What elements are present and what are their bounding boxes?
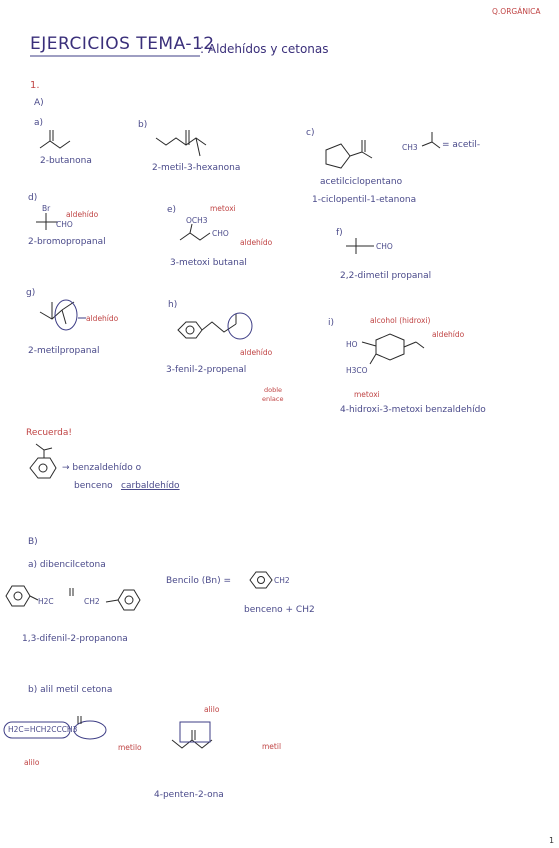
benzyl-sum: benceno + CH2 [244,605,315,615]
item-c-name-2: 1-ciclopentil-1-etanona [312,195,417,205]
item-g-name: 2-metilpropanal [28,346,100,356]
acetyl-equals: = acetil- [442,140,481,150]
b-b-formula: H2C=HCH2CCCH3 [8,725,78,734]
f-cho: CHO [376,242,393,251]
b-b-name: 4-penten-2-ona [154,790,224,800]
remember-title: Recuerda! [26,428,72,438]
item-g-letter: g) [26,288,36,298]
item-d-name: 2-bromopropanal [28,237,106,247]
acetyl-formula: CH3 [402,143,418,152]
b-a-h2c: H2C [38,597,54,606]
benzyl-ch2: CH2 [274,576,290,585]
item-i-name: 4-hidroxi-3-metoxi benzaldehído [340,405,486,415]
b-a-name: 1,3-difenil-2-propanona [22,634,128,644]
item-b-letter: b) [138,120,148,130]
h-bond-note: enlace [262,395,284,403]
item-h-name: 3-fenil-2-propenal [166,365,247,375]
b-a-ch2: CH2 [84,597,100,606]
d-cho: CHO [56,220,73,229]
e-aldehyde-note: aldehído [240,238,273,247]
item-f-name: 2,2-dimetil propanal [340,271,432,281]
page-subtitle: : Aldehídos y cetonas [200,42,329,56]
remember-text-2: benceno [74,481,113,491]
b-b-alilo-note: alilo [24,758,40,767]
i-ho: HO [346,340,358,349]
course-label: Q.ORGÁNICA [492,7,541,16]
g-aldehyde-note: aldehído [86,314,119,323]
e-och3: OCH3 [186,216,208,225]
i-aldehyde-note: aldehído [432,330,465,339]
item-h-letter: h) [168,300,178,310]
item-i-letter: i) [328,318,335,328]
b-b-metilo-note: metilo [118,743,142,752]
i-metoxi-note: metoxi [354,390,380,399]
remember-text-1: → benzaldehído o [62,463,142,473]
bromo-group: Br [42,204,51,213]
item-a-name: 2-butanona [40,156,92,166]
item-a-letter: a) [34,118,44,128]
item-b-name: 2-metil-3-hexanona [152,163,241,173]
page-number: 1 [549,836,555,845]
h-aldehyde-note: aldehído [240,348,273,357]
b-b-alilo-note-2: alilo [204,705,220,714]
item-e-letter: e) [167,205,177,215]
e-cho: CHO [212,229,229,238]
i-alcohol-note: alcohol (hidroxi) [370,316,431,325]
section-a-label: A) [34,98,44,108]
b-b-title: b) alil metil cetona [28,685,113,695]
exercise-number: 1. [30,80,40,91]
d-aldehyde-note: aldehído [66,210,99,219]
item-c-name-1: acetilciclopentano [320,177,403,187]
b-a-title: a) dibencilcetona [28,560,106,570]
item-f-letter: f) [336,228,343,238]
section-b-label: B) [28,537,38,547]
b-b-metil-note-2: metil [262,742,282,751]
i-h3co: H3CO [346,366,368,375]
benzyl-definition: Bencilo (Bn) = [166,576,232,586]
e-metoxi-note: metoxi [210,204,236,213]
item-c-letter: c) [306,128,315,138]
item-d-letter: d) [28,193,38,203]
remember-text-3: carbaldehído [121,481,180,491]
page-title: EJERCICIOS TEMA-12 [30,34,215,54]
h-double-note: doble [264,386,283,394]
item-e-name: 3-metoxi butanal [170,258,247,268]
